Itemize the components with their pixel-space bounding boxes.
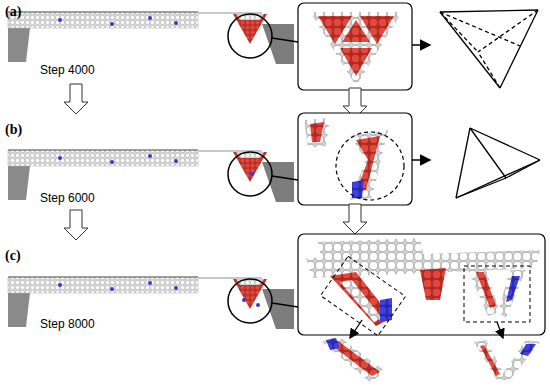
panel-label: (a): [5, 4, 21, 19]
step-label: Step 8000: [40, 318, 95, 331]
step-label: Step 4000: [40, 64, 95, 77]
panel-label: (b): [5, 122, 22, 137]
step-label: Step 6000: [40, 192, 95, 205]
panel-label: (c): [5, 248, 21, 263]
